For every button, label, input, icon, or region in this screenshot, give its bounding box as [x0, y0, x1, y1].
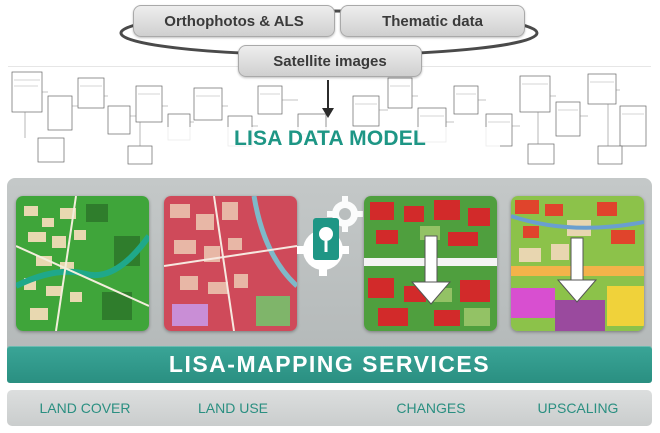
source-satellite-images: Satellite images: [238, 45, 422, 77]
changes-map: [364, 196, 497, 331]
land-use-map: [164, 196, 297, 331]
gear-icon: [297, 196, 363, 276]
land-cover-map: [16, 196, 149, 331]
source-thematic-data: Thematic data: [340, 5, 525, 37]
uml-diagram: [11, 71, 647, 165]
source-orthophotos-als: Orthophotos & ALS: [133, 5, 335, 37]
changes-label: CHANGES: [396, 400, 466, 416]
mapping-services-bar: [7, 346, 652, 383]
land-cover-label: LAND COVER: [39, 400, 131, 416]
data-model-title: LISA DATA MODEL: [160, 127, 500, 151]
service-labels-bar: [7, 390, 652, 426]
upscaling-map: [511, 196, 644, 331]
mapping-services-title: LISA-MAPPING SERVICES: [168, 351, 491, 377]
upscaling-label: UPSCALING: [537, 400, 619, 416]
down-arrow-icon: [322, 80, 334, 118]
land-use-label: LAND USE: [197, 400, 269, 416]
